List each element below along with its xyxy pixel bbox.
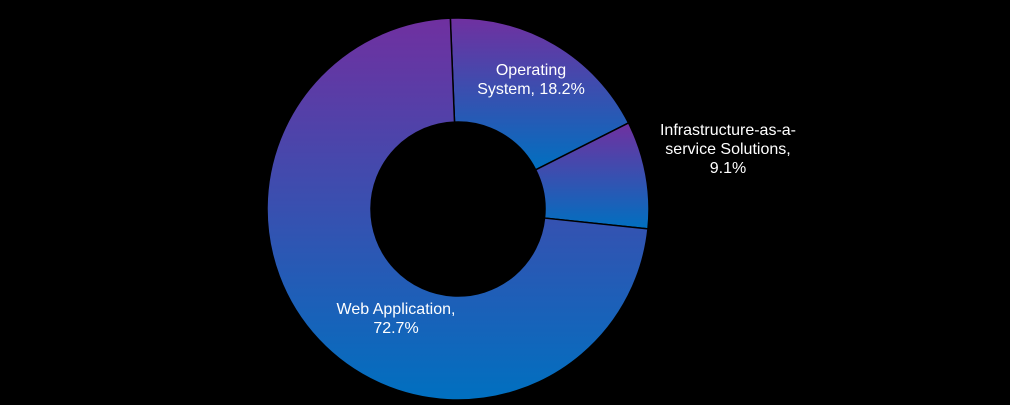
slice-label-line: System, 18.2% xyxy=(477,81,585,98)
slices-layer xyxy=(266,17,650,401)
slice-label-line: 72.7% xyxy=(373,320,418,337)
slice-label-line: 9.1% xyxy=(710,160,746,177)
slice-operating-system xyxy=(449,17,630,171)
slice-label-infrastructure-as-a-service-solutions: Infrastructure-as-a-service Solutions, 9.… xyxy=(660,122,796,177)
slice-label-web-application: Web Application, 72.7% xyxy=(337,301,456,337)
slice-label-line: Operating xyxy=(496,62,566,79)
slice-label-line: service Solutions, xyxy=(665,141,790,158)
slice-label-line: Web Application, xyxy=(337,301,456,318)
slice-web-application xyxy=(266,17,649,401)
slice-label-line: Infrastructure-as-a- xyxy=(660,122,796,139)
